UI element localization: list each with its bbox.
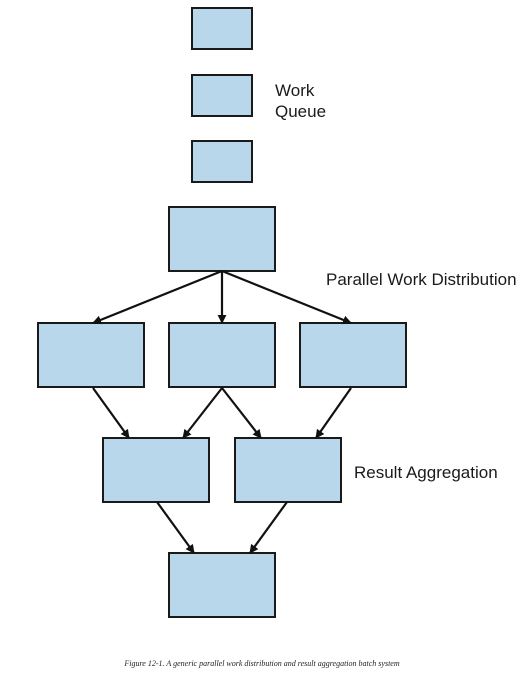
arrow-distributor-to-worker-3 <box>221 269 352 325</box>
worker-node-2 <box>168 322 276 388</box>
queue-item-3 <box>191 140 253 183</box>
aggregator-node-1 <box>102 437 210 503</box>
arrow-worker-3-to-aggregator-2 <box>315 387 352 439</box>
arrow-worker-2-to-aggregator-2 <box>221 387 262 439</box>
arrow-worker-2-to-aggregator-1 <box>182 387 223 439</box>
arrow-distributor-to-worker-1 <box>92 269 223 325</box>
queue-item-2 <box>191 74 253 117</box>
arrow-aggregator-2-to-final <box>249 501 288 554</box>
distributor-node <box>168 206 276 272</box>
parallel-work-distribution-label: Parallel Work Distribution <box>326 270 517 289</box>
worker-node-1 <box>37 322 145 388</box>
arrow-worker-1-to-aggregator-1 <box>92 387 130 439</box>
work-queue-label-line1: Work <box>275 81 315 100</box>
arrow-aggregator-1-to-final <box>156 501 195 554</box>
queue-item-1 <box>191 7 253 50</box>
work-queue-label-line2: Queue <box>275 102 326 121</box>
final-result-node <box>168 552 276 618</box>
result-aggregation-label: Result Aggregation <box>354 463 498 482</box>
worker-node-3 <box>299 322 407 388</box>
aggregator-node-2 <box>234 437 342 503</box>
figure-caption: Figure 12-1. A generic parallel work dis… <box>124 659 400 668</box>
